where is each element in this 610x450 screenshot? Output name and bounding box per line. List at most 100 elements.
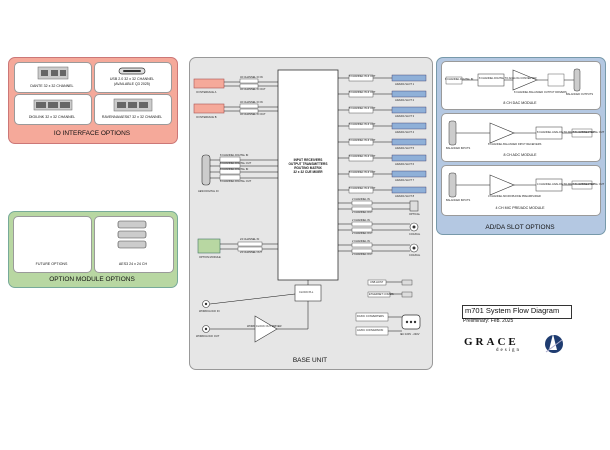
clock-pll-block <box>294 280 322 302</box>
option-card-future <box>13 216 92 273</box>
base-unit-title: BASE UNIT <box>292 357 328 364</box>
dac-amp-label: 8 CHANNEL BALANCED OUTPUT DRIVERS <box>514 91 567 94</box>
iec-label: IEC 100V - 240V <box>400 333 420 336</box>
digital-io-connections <box>338 200 419 254</box>
slot-connections <box>338 74 427 194</box>
grace-logo-sub: design <box>496 348 522 353</box>
adda-card-micpre <box>441 165 601 216</box>
dac-mid-label: 8 CHANNEL DIGITAL TO ANALOG CONVERTER <box>479 77 537 80</box>
slot-label-3: ADA/DA SLOT 3 <box>395 115 415 118</box>
aes-label-1: 8 CHANNEL DIGITAL IN <box>220 154 249 157</box>
slot-label-5: ADA/DA SLOT 5 <box>395 147 415 150</box>
adda-card-dac-label: 8 CH DAC MODULE <box>503 101 537 105</box>
matrix-line-2: OUTPUT TRANSMITTERS <box>288 162 328 166</box>
io-b-out-label: 32 CHANNEL IO OUT <box>240 113 266 116</box>
option-card-aes3-label: AES3 24 x 24 CH <box>118 262 148 266</box>
dante-connector-icon <box>37 66 69 80</box>
option-card-future-label: FUTURE OPTIONS <box>35 262 68 266</box>
right-label-7: 8 CHANNEL IN & OUT <box>349 171 376 174</box>
right-label-1: 8 CHANNEL IN & OUT <box>349 75 376 78</box>
optical-label: OPTICAL <box>409 213 421 216</box>
matrix-line-4: 32 x 32 CUE MIXER <box>293 170 323 174</box>
adda-card-adc-label: 8 CH ADC MODULE <box>503 153 537 157</box>
adda-card-micpre-label: 4 CH MIC PRE/ADC MODULE <box>495 206 545 210</box>
io-card-ravenna-label: RAVENNA/AES67 32 x 32 CHANNEL <box>101 115 163 119</box>
usb-ethernet-ports <box>367 279 413 298</box>
adda-card-adc <box>441 113 601 162</box>
digital-label-2: 2 CHANNEL OUT <box>352 211 373 214</box>
option-module-box <box>197 238 221 254</box>
routing-matrix-block <box>277 69 339 281</box>
io-interface-b-box <box>193 103 225 114</box>
legend-subtitle: Preliminary: Feb. 2025 <box>463 318 514 324</box>
matrix-line-3: ROUTING MATRIX <box>294 166 322 170</box>
legend-box <box>462 305 572 319</box>
matrix-line-1: INPUT RECEIVERS <box>293 158 323 162</box>
digital-label-3: 2 CHANNEL IN <box>352 219 370 222</box>
aes3-digital-io-connector <box>201 154 211 186</box>
dac-left-label: 8 CHANNEL DIGITAL IN <box>445 78 474 81</box>
io-card-usb <box>94 62 172 93</box>
slot-label-7: ADA/DA SLOT 7 <box>395 179 415 182</box>
io-interface-a-label: IO INTERFACE A <box>196 91 217 94</box>
wordclock-out-label: WORDCLOCK OUT <box>196 335 220 338</box>
aes-label-2: 8 CHANNEL DIGITAL OUT <box>220 162 252 165</box>
wordclock-in-label: WORDCLOCK IN <box>199 310 220 313</box>
adc-module-chain <box>448 120 593 146</box>
right-label-4: 8 CHANNEL IN & OUT <box>349 123 376 126</box>
dac-right-label: BALANCED OUTPUTS <box>566 93 594 96</box>
opt-out-label: 24 CHANNEL OUT <box>240 251 263 254</box>
adc-left-label: BALANCED INPUTS <box>446 147 471 150</box>
ac-dc-label: AC/DC CONVERSION <box>357 329 384 332</box>
ethernet-comms-label: ETHERNET COMMS <box>369 293 394 296</box>
usb-host-label: USB HOST <box>370 281 384 284</box>
power-supply <box>355 312 421 336</box>
wordclock-io <box>202 293 309 343</box>
io-interface-b-label: IO INTERFACE B <box>196 116 217 119</box>
micpre-amp-label: 4 CHANNEL ANALOG TO DIGITAL CONVERTER <box>537 183 595 186</box>
ravenna-connector-icon <box>113 98 153 112</box>
aes3-digital-io-label: AES3 DIGITAL IO <box>198 190 219 193</box>
coaxial-label-1: COAXIAL <box>409 233 421 236</box>
slot-label-6: ADA/DA SLOT 6 <box>395 163 415 166</box>
io-card-usb-label: USB 2.0 32 x 32 CHANNEL <box>109 77 155 81</box>
micpre-left-label: BALANCED INPUTS <box>446 199 471 202</box>
usb-c-icon <box>118 67 146 75</box>
slot-label-2: ADA/DA SLOT 2 <box>395 99 415 102</box>
micpre-mid-label: 4 CHANNEL MICROPHONE PREAMPLIFIER <box>488 195 541 198</box>
io-a-in-label: 32 CHANNEL IO IN <box>240 76 263 79</box>
digital-label-6: 2 CHANNEL OUT <box>352 253 373 256</box>
slot-label-4: ADA/DA SLOT 4 <box>395 131 415 134</box>
slot-label-8: ADA/DA SLOT 8 <box>395 195 415 198</box>
digital-label-1: 2 CHANNEL IN <box>352 198 370 201</box>
digital-label-5: 2 CHANNEL IN <box>352 240 370 243</box>
slot-label-1: ADA/DA SLOT 1 <box>395 83 415 86</box>
legend-title: m701 System Flow Diagram <box>465 306 560 315</box>
micpre-module-chain <box>448 172 593 198</box>
grace-logo-mark <box>545 334 563 353</box>
io-interface-a-box <box>193 78 225 89</box>
right-label-5: 8 CHANNEL IN & OUT <box>349 139 376 142</box>
opt-in-label: 24 CHANNEL IN <box>240 238 260 241</box>
adda-panel-title: AD/DA SLOT OPTIONS <box>485 224 555 231</box>
right-label-6: 8 CHANNEL IN & OUT <box>349 155 376 158</box>
digital-label-4: 2 CHANNEL OUT <box>352 232 373 235</box>
dc-dc-label: DC/DC CONVERTERS <box>357 315 384 318</box>
micpre-right-label: 4 CHANNEL DIGITAL OUT <box>573 183 605 186</box>
io-a-out-label: 32 CHANNEL IO OUT <box>240 88 266 91</box>
aes-label-4: 8 CHANNEL DIGITAL OUT <box>220 180 252 183</box>
adc-mid-label: 8 CHANNEL BALANCED INPUT RECEIVERS <box>488 143 542 146</box>
adc-amp-label: 8 CHANNEL ANALOG TO DIGITAL CONVERTER <box>537 131 595 134</box>
io-card-digilink-label: DIGILINK 32 x 32 CHANNEL <box>28 115 76 119</box>
aes-label-3: 8 CHANNEL DIGITAL IN <box>220 168 249 171</box>
io-b-in-label: 32 CHANNEL IO IN <box>240 101 263 104</box>
word-clock-driver-label: WORD CLOCK OUT DRIVER <box>247 325 282 328</box>
right-label-3: 8 CHANNEL IN & OUT <box>349 107 376 110</box>
io-panel-title: IO INTERFACE OPTIONS <box>53 130 131 137</box>
right-label-2: 8 CHANNEL IN & OUT <box>349 91 376 94</box>
adc-right-label: 8 CHANNEL DIGITAL OUT <box>573 131 605 134</box>
io-card-usb-sub: (AVAILABLE Q3 2025) <box>113 82 151 86</box>
dac-module-chain <box>445 68 581 92</box>
io-card-dante-label: DANTE 32 x 32 CHANNEL <box>30 84 74 88</box>
